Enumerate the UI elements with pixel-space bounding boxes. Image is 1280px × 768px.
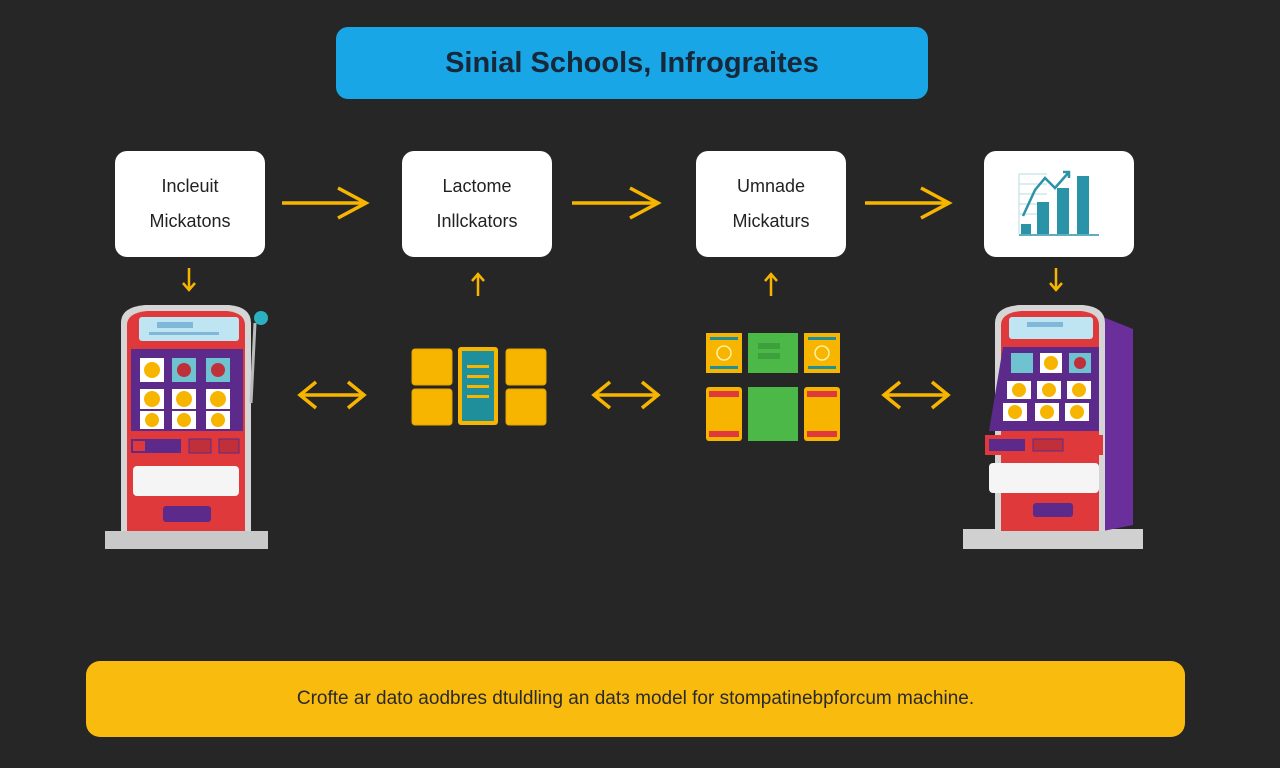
step-3-line2: Mickaturs xyxy=(732,211,810,231)
arrow-right-icon xyxy=(572,186,662,220)
step-2-line2: Inllckators xyxy=(436,211,518,231)
arrow-up-icon xyxy=(764,272,778,296)
card-grid-icon xyxy=(706,333,840,441)
arrow-up-icon xyxy=(471,272,485,296)
bar-chart-icon xyxy=(1018,170,1099,236)
step-1-line2: Mickatons xyxy=(149,211,231,231)
footer-banner: Crofte ar dato aodbres dtuldling an datз… xyxy=(86,661,1185,737)
title-text: Sinial Schools, Infrograites xyxy=(445,46,819,79)
double-arrow-icon xyxy=(591,380,661,410)
double-arrow-icon xyxy=(297,380,367,410)
step-2-line1: Lactome xyxy=(442,176,512,196)
title-banner: Sinial Schools, Infrograites xyxy=(336,27,928,99)
slot-machine-icon xyxy=(963,305,1143,549)
step-box-4 xyxy=(984,151,1134,257)
double-arrow-icon xyxy=(881,380,951,410)
arrow-down-icon xyxy=(182,268,196,292)
footer-text: Crofte ar dato aodbres dtuldling an datз… xyxy=(296,688,975,709)
arrow-down-icon xyxy=(1049,268,1063,292)
arrow-right-icon xyxy=(865,186,953,220)
arrow-right-icon xyxy=(282,186,370,220)
tile-grid-icon xyxy=(411,347,547,426)
step-1-line1: Incleuit xyxy=(161,176,219,196)
step-3-line1: Umnade xyxy=(736,176,806,196)
slot-machine-icon xyxy=(105,305,268,549)
